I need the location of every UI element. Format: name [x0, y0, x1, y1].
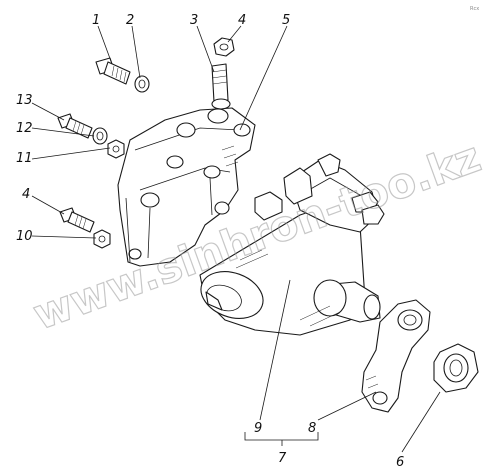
pump-housing	[199, 153, 385, 336]
callout-9: 9	[254, 421, 262, 436]
callout-8: 8	[308, 421, 316, 436]
callout-5: 5	[282, 13, 290, 28]
stud-3	[211, 63, 231, 110]
callout-11: 11	[16, 151, 33, 166]
callout-10: 10	[16, 229, 33, 244]
callout-3: 3	[190, 13, 198, 28]
washer-12	[92, 127, 108, 145]
callout-2: 2	[126, 13, 134, 28]
callout-7: 7	[278, 451, 287, 466]
callout-6: 6	[396, 455, 404, 470]
bolt-4-lower	[59, 207, 95, 233]
callout-1: 1	[92, 13, 100, 28]
mounting-bracket	[117, 107, 256, 267]
callout-12: 12	[16, 121, 33, 136]
leader-lines	[31, 25, 441, 453]
corner-mark: Rcx	[470, 6, 479, 12]
nut-6	[433, 343, 479, 393]
nut-11	[107, 139, 125, 159]
nut-10	[93, 229, 111, 249]
lever-8	[361, 299, 431, 413]
callout-4-lower: 4	[22, 187, 30, 202]
callout-13: 13	[16, 93, 33, 108]
washer-2	[134, 75, 150, 93]
nut-4-top	[213, 37, 235, 57]
callout-4-top: 4	[238, 13, 246, 28]
bolt-13	[57, 113, 93, 139]
callout-numbers: 1 2 3 4 5 13 12 11 4 10 9 8 7 6	[16, 13, 404, 470]
bolt-1	[95, 57, 131, 85]
